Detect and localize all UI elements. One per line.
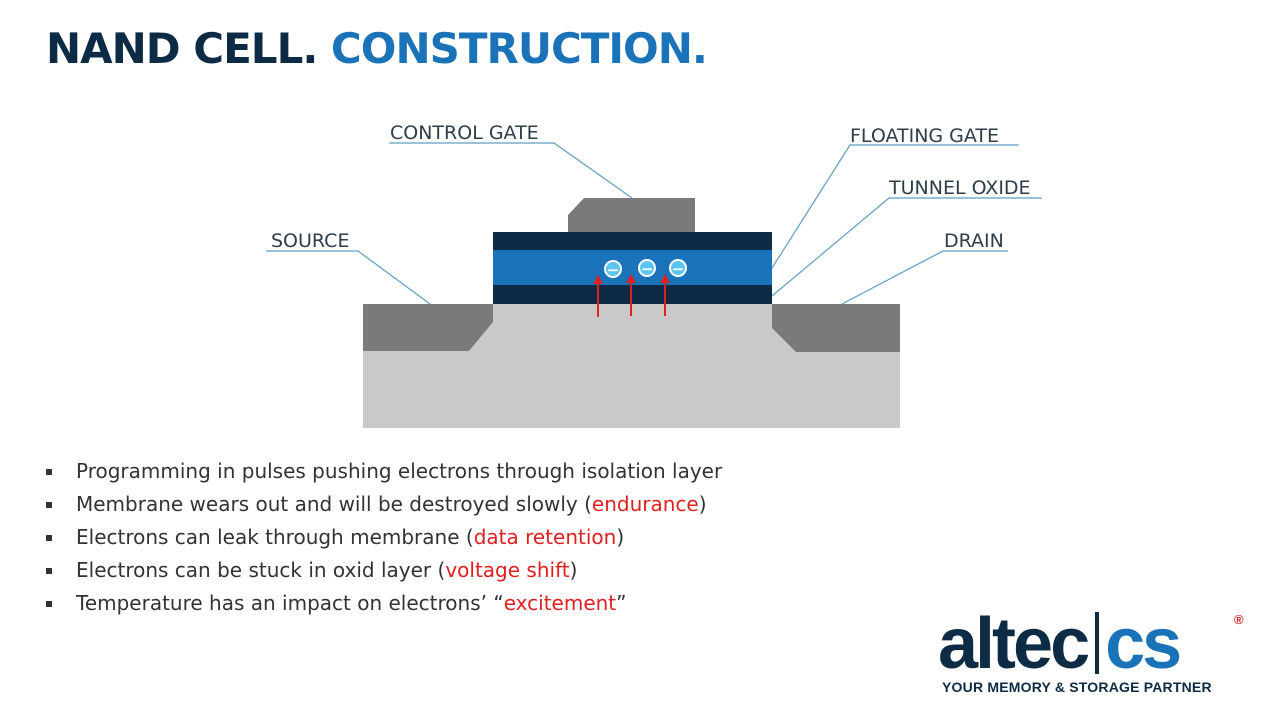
control-gate bbox=[568, 198, 695, 232]
bullet-text: Temperature has an impact on electrons’ … bbox=[76, 591, 504, 615]
tunnel-oxide-layer bbox=[493, 285, 772, 304]
electron-flow-arrow bbox=[660, 274, 670, 316]
electron: − bbox=[638, 259, 656, 278]
bullet-text: Programming in pulses pushing electrons … bbox=[76, 459, 723, 483]
logo-right-text: cs bbox=[1105, 604, 1182, 684]
electron: − bbox=[669, 259, 687, 278]
logo-divider bbox=[1095, 612, 1100, 674]
electron-symbol: − bbox=[607, 261, 620, 279]
source-leader bbox=[266, 250, 431, 305]
title-part-1: NAND CELL. bbox=[46, 24, 318, 73]
bullet-text: Membrane wears out and will be destroyed… bbox=[76, 492, 592, 516]
bullet-text-end: ) bbox=[616, 525, 625, 549]
logo-tagline: YOUR MEMORY & STORAGE PARTNER bbox=[942, 679, 1212, 695]
label-drain: DRAIN bbox=[944, 230, 1004, 252]
top-oxide-layer bbox=[493, 232, 772, 250]
bullet-text-end: ) bbox=[698, 492, 707, 516]
bullet-text: Electrons can leak through membrane ( bbox=[76, 525, 474, 549]
title-part-2: CONSTRUCTION. bbox=[330, 24, 708, 73]
bullet-highlight: excitement bbox=[503, 591, 617, 615]
bullet-list: Programming in pulses pushing electrons … bbox=[44, 455, 722, 620]
electron-symbol: − bbox=[672, 260, 685, 278]
label-control-gate: CONTROL GATE bbox=[390, 122, 539, 144]
label-source: SOURCE bbox=[271, 230, 349, 252]
bullet-item: Membrane wears out and will be destroyed… bbox=[44, 488, 722, 521]
tunnel-oxide-leader bbox=[771, 197, 1042, 297]
leader-lines bbox=[266, 142, 1042, 305]
bullet-text-end: ) bbox=[569, 558, 578, 582]
bullet-square-icon bbox=[46, 502, 52, 508]
electron-flow-arrow bbox=[593, 275, 603, 317]
bullet-text: Electrons can be stuck in oxid layer ( bbox=[76, 558, 446, 582]
electron-flow-arrow bbox=[626, 274, 636, 316]
registered-mark-icon: ® bbox=[1234, 612, 1244, 627]
floating-gate-leader bbox=[771, 144, 1019, 269]
drain-leader bbox=[841, 250, 1008, 305]
bullet-square-icon bbox=[46, 568, 52, 574]
bullet-square-icon bbox=[46, 601, 52, 607]
bullet-highlight: data retention bbox=[473, 525, 617, 549]
control-gate-leader bbox=[389, 142, 633, 199]
electron: − bbox=[604, 260, 622, 279]
bullet-text-end: ” bbox=[616, 591, 627, 615]
drain-region bbox=[772, 304, 900, 352]
bullet-item: Temperature has an impact on electrons’ … bbox=[44, 587, 722, 620]
bullet-highlight: endurance bbox=[591, 492, 699, 516]
bullet-item: Programming in pulses pushing electrons … bbox=[44, 455, 722, 488]
electron-symbol: − bbox=[641, 260, 654, 278]
bullet-highlight: voltage shift bbox=[445, 558, 570, 582]
bullet-item: Electrons can leak through membrane (dat… bbox=[44, 521, 722, 554]
bullet-square-icon bbox=[46, 535, 52, 541]
bullet-square-icon bbox=[46, 469, 52, 475]
label-floating-gate: FLOATING GATE bbox=[850, 125, 999, 147]
label-tunnel-oxide: TUNNEL OXIDE bbox=[888, 177, 1031, 199]
logo-left-text: altec bbox=[938, 604, 1090, 684]
slide-title: NAND CELL. CONSTRUCTION. bbox=[46, 24, 708, 73]
substrate bbox=[363, 304, 900, 428]
bullet-item: Electrons can be stuck in oxid layer (vo… bbox=[44, 554, 722, 587]
source-region bbox=[363, 304, 493, 351]
